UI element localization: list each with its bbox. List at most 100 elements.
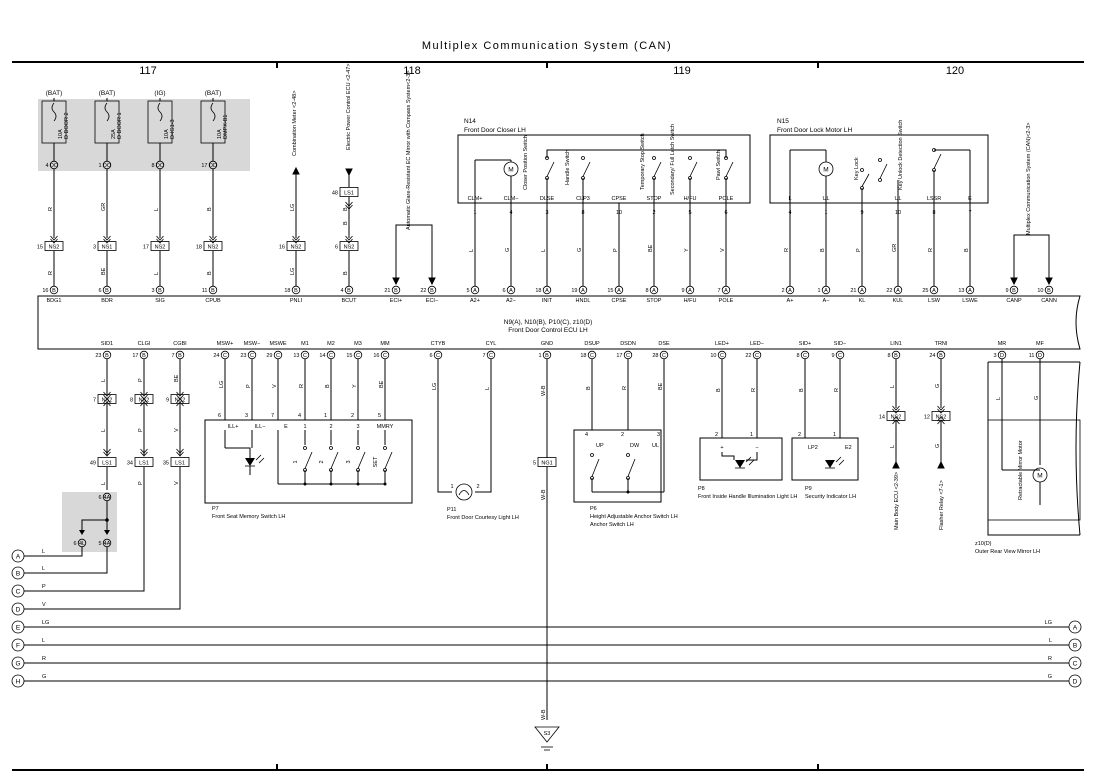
terminal-conn: B <box>294 288 298 294</box>
wire-color: L <box>101 429 107 432</box>
terminal-pin: 9 <box>831 353 834 359</box>
n15-ecu-terminal: A13 <box>958 285 975 294</box>
junction-dot <box>626 490 630 494</box>
bus-d-wire <box>24 467 181 610</box>
p9-box <box>791 437 859 481</box>
terminal-pin: 23 <box>240 353 246 359</box>
bus-connector <box>1068 638 1082 652</box>
terminal-circle <box>77 538 87 548</box>
connector-rect <box>203 241 223 251</box>
wire-color: BE <box>379 380 385 388</box>
p6-name: Height Adjustable Anchor Switch LH <box>590 514 678 520</box>
terminal-pin: 9 <box>1005 288 1008 294</box>
connector-chevron <box>345 201 353 207</box>
fuse-terminal: DO4 <box>45 160 59 169</box>
switch-contact <box>626 453 630 457</box>
connector-rect <box>97 457 117 467</box>
terminal-circle <box>752 350 762 360</box>
p6-id: P6 <box>590 506 597 512</box>
terminal-circle <box>49 285 59 295</box>
terminal-conn: 4A <box>104 495 111 501</box>
key-unlock-switch <box>879 163 888 179</box>
wire-color: B <box>343 207 349 211</box>
terminal-pin: 9 <box>681 288 684 294</box>
ecu-bottom-signal: CYL <box>486 341 497 347</box>
terminal-pin: 29 <box>266 353 272 359</box>
p7-box <box>204 419 413 504</box>
terminal-pin: 13 <box>958 288 964 294</box>
connector-chevron <box>140 451 148 457</box>
connector-pin: 14 <box>879 414 885 420</box>
terminal-conn: B <box>894 353 898 359</box>
terminal-pin: 8 <box>796 353 799 359</box>
n15-ecu-terminal: A2 <box>781 285 795 294</box>
connector-chevron <box>140 398 148 404</box>
fuse-rating: 10A <box>164 129 170 139</box>
arrow-up-icon <box>292 166 300 175</box>
connector-chevron <box>140 391 148 397</box>
p8-name: Front Inside Handle Illumination Light L… <box>698 494 797 500</box>
terminal-pin: 24 <box>213 353 219 359</box>
wire-color: R <box>48 271 54 275</box>
terminal-circle <box>427 285 437 295</box>
terminal-circle <box>893 285 903 295</box>
terminal-pin: 15 <box>607 288 613 294</box>
n15-ecu-terminal: A1 <box>817 285 831 294</box>
terminal-conn: A <box>896 288 900 294</box>
courtesy-filament <box>458 490 470 496</box>
ecu-signal: BDG1 <box>47 298 62 304</box>
n15-id: N15 <box>777 118 789 125</box>
memory-switch <box>384 451 393 469</box>
ecu-bottom-signal: CTYB <box>431 341 446 347</box>
p7-inner: 1 <box>303 424 306 430</box>
n14-ecu-signal: A2+ <box>470 298 480 304</box>
fuse-rating: 10A <box>217 129 223 139</box>
led-rays <box>745 456 755 466</box>
terminal-pin: 1 <box>538 353 541 359</box>
terminal-conn: C <box>755 353 759 359</box>
eci-bracket <box>395 224 433 282</box>
wire-color: P <box>138 481 144 485</box>
fuse-element <box>157 102 163 122</box>
terminal-conn: A <box>824 288 828 294</box>
terminal-conn: C <box>838 353 842 359</box>
connector-name: NS2 <box>139 397 150 403</box>
p8-box <box>699 437 783 481</box>
page-title: Multiplex Communication System (CAN) <box>422 40 672 52</box>
connector-name: NS1 <box>102 244 113 250</box>
connector-chevron <box>892 408 900 414</box>
switch-contact <box>303 446 307 450</box>
can-bracket <box>1013 234 1050 282</box>
p7-pin: 2 <box>351 413 354 419</box>
ecu-bottom-signal: MSWE <box>269 341 286 347</box>
pawl-switch-label: Pawl Switch <box>716 150 722 180</box>
wire-color: R <box>48 207 54 211</box>
wire-color: LG <box>432 383 438 390</box>
terminal-circle <box>721 285 731 295</box>
connector-rect <box>134 394 154 404</box>
fuse-element <box>51 102 57 122</box>
n14-inner-signal: H/FU <box>684 196 697 202</box>
ecu-bottom-terminal: C28 <box>652 350 669 359</box>
wire-color: R <box>834 388 840 392</box>
can-terminal: B10 <box>1037 285 1054 294</box>
memory-switch-label: 2 <box>319 460 325 463</box>
wire-color: GR <box>892 244 898 252</box>
terminal-circle <box>936 350 946 360</box>
terminal-conn: B <box>545 353 549 359</box>
n15-inner-signal: UL <box>894 196 901 202</box>
terminal-conn: 4L <box>79 541 85 547</box>
connector-chevron <box>209 235 217 241</box>
junction-terminal: 4L6 <box>73 538 87 548</box>
terminal-circle <box>155 160 165 170</box>
terminal-conn: D <box>1038 353 1042 359</box>
switch-contact <box>860 168 864 172</box>
terminal-circle <box>380 350 390 360</box>
terminal-conn: C <box>626 353 630 359</box>
terminal-conn: A <box>581 288 585 294</box>
bus-letter: C <box>16 589 21 596</box>
terminal-conn: A <box>932 288 936 294</box>
trni-dest: Flasher Relay <7-1> <box>939 480 945 530</box>
